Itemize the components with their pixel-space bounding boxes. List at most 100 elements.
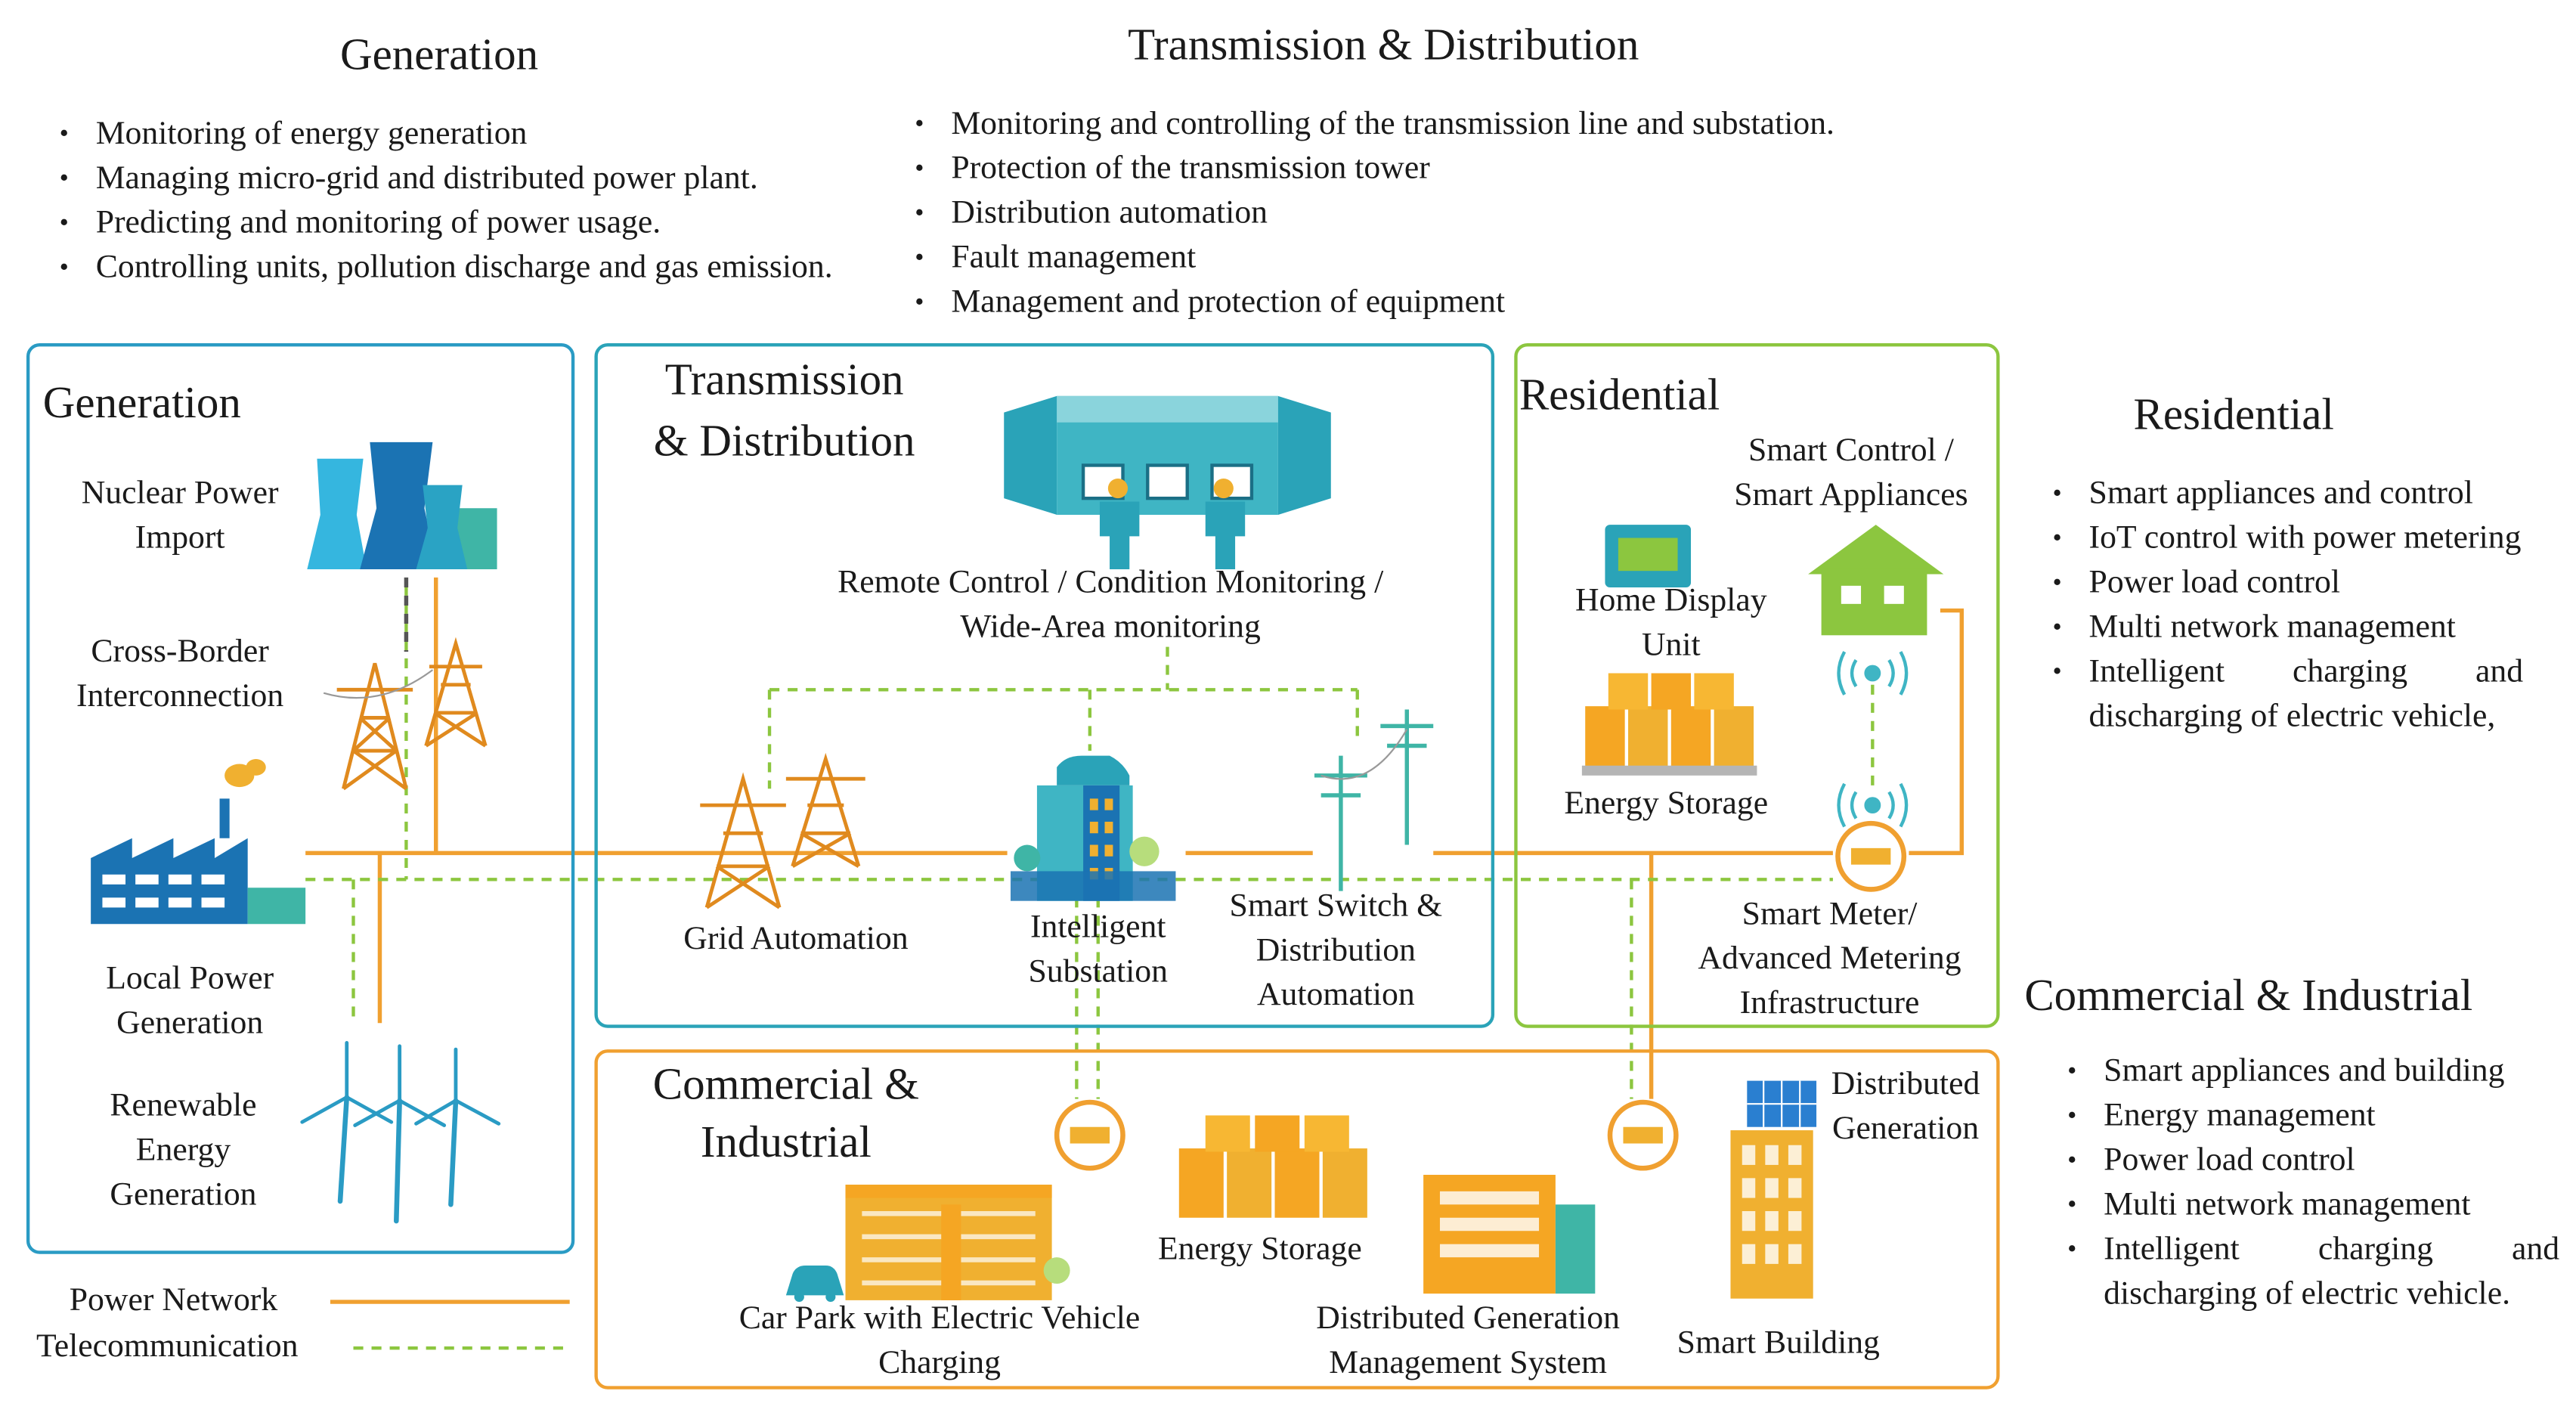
residential-summary-item: Intelligent charging and discharging of … — [2052, 650, 2523, 739]
renewable-energy-label-line: Renewable — [110, 1087, 257, 1124]
residential-summary-title: Residential — [2133, 389, 2334, 439]
commercial-storage-icon — [1178, 1115, 1367, 1218]
home-display-label-line: Unit — [1641, 627, 1701, 664]
legend-telecom-label: Telecommunication — [36, 1328, 299, 1365]
smart-control-label: Smart Control / Smart Appliances — [1704, 429, 1999, 518]
substation-icon — [1010, 755, 1176, 901]
commercial-summary-item: Intelligent charging and discharging of … — [2067, 1228, 2559, 1317]
smart-meter-label: Smart Meter/ Advanced Metering Infrastru… — [1667, 893, 1991, 1027]
commercial-summary-title: Commercial & Industrial — [2024, 970, 2473, 1020]
local-power-label-line: Local Power — [106, 960, 274, 997]
commercial-summary-item: Smart appliances and building — [2067, 1049, 2559, 1094]
nuclear-power-label-line: Import — [135, 519, 225, 556]
smart-building-label: Smart Building — [1677, 1325, 1880, 1362]
smart-meter-label-line: Infrastructure — [1739, 985, 1920, 1022]
control-room-icon — [1004, 395, 1331, 569]
home-display-label: Home Display Unit — [1549, 579, 1793, 668]
smart-meter-label-line: Advanced Metering — [1698, 940, 1961, 977]
residential-summary-item: IoT control with power metering — [2052, 516, 2523, 561]
smart-control-label-line: Smart Appliances — [1734, 476, 1968, 513]
renewable-energy-label: Renewable Energy Generation — [60, 1084, 308, 1218]
local-power-label: Local Power Generation — [66, 957, 314, 1046]
commercial-storage-label: Energy Storage — [1157, 1231, 1362, 1268]
dgms-label: Distributed Generation Management System — [1283, 1297, 1652, 1386]
grid-automation-towers-icon — [700, 752, 865, 909]
dgms-building-icon — [1423, 1175, 1596, 1294]
intelligent-substation-label-line: Substation — [1028, 953, 1168, 990]
nuclear-power-label-line: Nuclear Power — [81, 475, 279, 512]
distributed-generation-label-line: Distributed — [1831, 1065, 1980, 1102]
cross-border-label-line: Interconnection — [76, 678, 284, 715]
smart-meter-label-line: Smart Meter/ — [1742, 896, 1918, 933]
renewable-energy-label-line: Generation — [110, 1176, 257, 1213]
commercial-box — [594, 1049, 2000, 1390]
transmission-summary-item: Fault management — [915, 236, 2005, 280]
cross-border-label-line: Cross-Border — [91, 634, 269, 671]
distributed-generation-label-line: Generation — [1831, 1110, 1980, 1147]
nuclear-power-label: Nuclear Power Import — [50, 472, 311, 561]
commercial-box-title: Commercial & Industrial — [624, 1056, 948, 1172]
dgms-label-line: Distributed Generation — [1316, 1300, 1620, 1337]
residential-summary-item: Multi network management — [2052, 606, 2523, 650]
transmission-summary-item: Monitoring and controlling of the transm… — [915, 102, 2005, 147]
remote-control-label-line: Wide-Area monitoring — [960, 609, 1261, 646]
residential-storage-icon — [1581, 673, 1757, 776]
residential-box — [1514, 342, 2000, 1028]
transmission-summary-list: Monitoring and controlling of the transm… — [915, 102, 2005, 325]
car-park-label-line: Car Park with Electric Vehicle — [738, 1300, 1141, 1337]
home-display-icon — [1605, 525, 1692, 588]
generation-summary-list: Monitoring of energy generation Managing… — [60, 112, 885, 290]
smart-house-icon — [1808, 525, 1944, 636]
local-power-label-line: Generation — [116, 1005, 264, 1042]
smart-building-icon — [1730, 1080, 1817, 1299]
wireless-signal-icons — [1837, 651, 1909, 828]
residential-summary-list: Smart appliances and control IoT control… — [2052, 472, 2523, 739]
smart-control-label-line: Smart Control / — [1748, 432, 1954, 469]
commercial-summary-item: Power load control — [2067, 1139, 2559, 1183]
remote-control-label-line: Remote Control / Condition Monitoring / — [838, 564, 1384, 601]
legend-power-label: Power Network — [69, 1281, 278, 1318]
generation-box-title: Generation — [42, 377, 241, 428]
residential-summary-item: Power load control — [2052, 561, 2523, 606]
smart-switch-label-line: Automation — [1256, 977, 1415, 1014]
generation-summary-item: Predicting and monitoring of power usage… — [60, 201, 885, 246]
cross-border-towers-icon — [323, 637, 488, 791]
transmission-box-title-line: & Distribution — [653, 416, 915, 466]
residential-summary-item: Smart appliances and control — [2052, 472, 2523, 516]
commercial-box-title-line: Industrial — [700, 1117, 872, 1167]
transmission-box — [594, 342, 1495, 1028]
smart-meter-faces — [1070, 847, 1891, 1144]
generation-box — [26, 342, 575, 1254]
generation-summary-title: Generation — [340, 29, 539, 79]
power-network-lines — [305, 577, 1965, 1099]
commercial-summary-item: Multi network management — [2067, 1183, 2559, 1228]
transmission-summary-item: Protection of the transmission tower — [915, 147, 2005, 191]
smart-switch-label-line: Smart Switch & — [1229, 888, 1443, 925]
commercial-summary-list: Smart appliances and building Energy man… — [2067, 1049, 2559, 1317]
grid-automation-label: Grid Automation — [683, 920, 909, 957]
smart-switch-label: Smart Switch & Distribution Automation — [1199, 885, 1473, 1018]
remote-control-label: Remote Control / Condition Monitoring / … — [776, 561, 1445, 650]
transmission-summary-item: Management and protection of equipment — [915, 280, 2005, 325]
home-display-label-line: Home Display — [1575, 582, 1767, 619]
transmission-summary-item: Distribution automation — [915, 191, 2005, 236]
renewable-energy-label-line: Energy — [135, 1132, 231, 1169]
cross-border-label: Cross-Border Interconnection — [50, 630, 311, 720]
nuclear-plant-icon — [307, 442, 497, 569]
car-park-label: Car Park with Electric Vehicle Charging — [694, 1297, 1186, 1386]
telecom-lines — [305, 585, 1875, 1099]
car-park-label-line: Charging — [878, 1344, 1001, 1381]
commercial-summary-item: Energy management — [2067, 1094, 2559, 1139]
factory-icon — [91, 758, 306, 925]
generation-summary-item: Monitoring of energy generation — [60, 112, 885, 156]
car-park-icon — [845, 1185, 1070, 1300]
smart-switch-label-line: Distribution — [1255, 932, 1416, 969]
intelligent-substation-label: Intelligent Substation — [991, 906, 1206, 995]
smart-switch-poles-icon — [1314, 709, 1434, 891]
generation-summary-item: Controlling units, pollution discharge a… — [60, 246, 839, 290]
electric-car-icon — [785, 1266, 844, 1303]
residential-storage-label: Energy Storage — [1564, 785, 1769, 822]
transmission-summary-title: Transmission & Distribution — [1128, 20, 1639, 70]
dgms-label-line: Management System — [1329, 1344, 1607, 1381]
